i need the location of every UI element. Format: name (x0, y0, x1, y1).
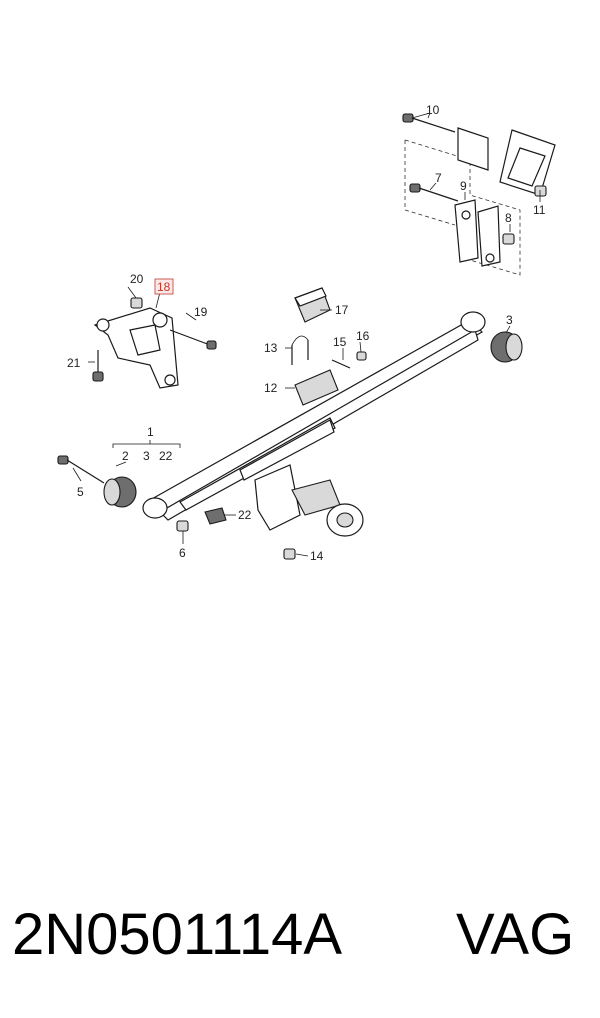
callout-3-left: 3 (143, 449, 150, 463)
nut-6 (176, 520, 189, 532)
callout-21: 21 (67, 356, 81, 370)
footer: 2N0501114A VAG (0, 895, 600, 975)
callout-5: 5 (77, 485, 84, 499)
callout-10: 10 (426, 103, 440, 117)
bolt-21 (92, 350, 104, 382)
part-number: 2N0501114A (12, 902, 343, 967)
front-bracket-18 (93, 307, 179, 389)
callout-13: 13 (264, 341, 278, 355)
callout-8: 8 (505, 211, 512, 225)
u-bolt-13 (291, 335, 309, 365)
brand-name: VAG (456, 902, 575, 967)
leader-lines (72, 112, 541, 557)
callout-16: 16 (356, 329, 370, 343)
callout-1: 1 (147, 425, 154, 439)
callout-12: 12 (264, 381, 278, 395)
callout-3-right: 3 (506, 313, 513, 327)
callouts: 10 11 8 9 7 3 1 2 3 22 5 6 22 14 20 18 1… (67, 103, 546, 563)
leaf-spring (142, 311, 486, 521)
callout-17: 17 (335, 303, 349, 317)
rear-hanger-frame (404, 127, 556, 276)
callout-9: 9 (460, 179, 467, 193)
bolt-19 (169, 329, 217, 350)
bolt-5 (57, 455, 105, 484)
clamp-plate-12 (294, 369, 339, 406)
callout-18: 18 (157, 280, 171, 294)
callout-7: 7 (435, 171, 442, 185)
callout-19: 19 (194, 305, 208, 319)
bump-stop-22 (204, 507, 227, 525)
bushing-3-right (490, 331, 523, 363)
callout-2: 2 (122, 449, 129, 463)
nut-8 (502, 233, 515, 245)
axle-hub (254, 464, 364, 537)
callout-22-top: 22 (159, 449, 173, 463)
callout-15: 15 (333, 335, 347, 349)
pin-15 (331, 359, 351, 369)
callout-14: 14 (310, 549, 324, 563)
nut-16 (356, 351, 367, 361)
bolt-10 (402, 112, 456, 133)
bolt-7 (409, 183, 459, 202)
callout-6: 6 (179, 546, 186, 560)
parts-diagram: 10 11 8 9 7 3 1 2 3 22 5 6 22 14 20 18 1… (57, 103, 556, 563)
nut-11 (534, 185, 547, 197)
shackle-9 (454, 199, 501, 267)
callout-22: 22 (238, 508, 252, 522)
rubber-pad-17 (294, 287, 331, 323)
callout-20: 20 (130, 272, 144, 286)
nut-20 (130, 297, 143, 309)
callout-11: 11 (533, 203, 546, 217)
callout-18-box (154, 278, 174, 295)
bushing-2-left (103, 476, 137, 508)
nut-14 (283, 548, 296, 560)
